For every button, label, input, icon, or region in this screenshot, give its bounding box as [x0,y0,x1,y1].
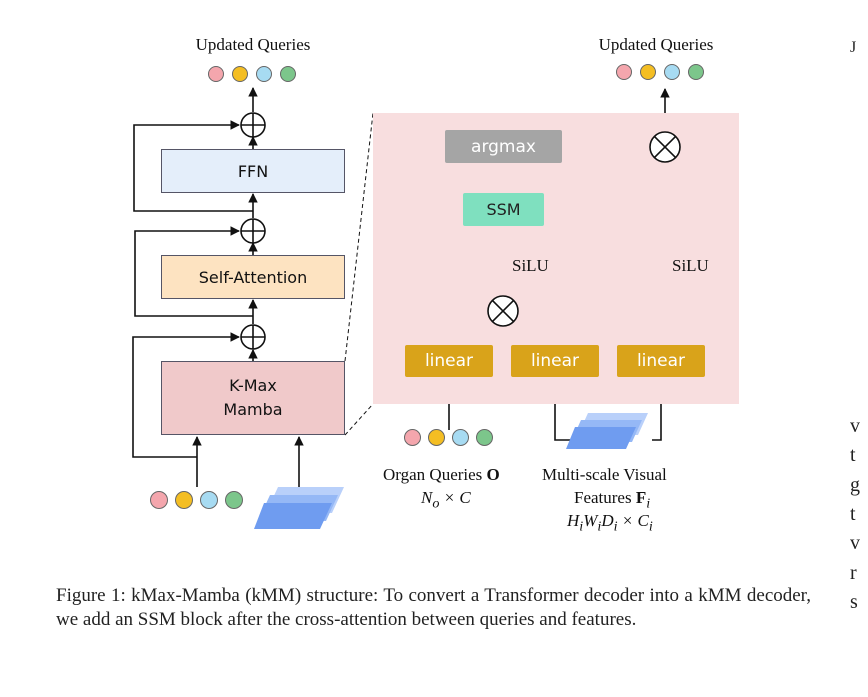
organ-queries-symbol: O [486,465,500,484]
clipped-text-2: t [850,444,856,466]
features-symbol: F [635,488,647,507]
query-dot-yellow [232,66,248,82]
ssm-block: SSM [463,193,544,226]
query-dot-pink [616,64,632,80]
clipped-text-6: r [850,562,857,584]
multiply-node-middle-icon [487,295,519,327]
linear-block-features-a: linear [511,345,599,377]
feature-stack-small-icon [566,413,648,449]
silu-label-left: SiLU [512,256,549,275]
query-dot-green [476,429,493,446]
query-dot-blue [200,491,218,509]
clipped-text-0: J [850,39,857,56]
query-dot-pink [150,491,168,509]
features-dim-d: D [601,511,614,530]
query-dot-pink [208,66,224,82]
clipped-text-4: t [850,503,856,525]
linear-block-queries: linear [405,345,493,377]
organ-queries-dim-sub: o [432,495,440,512]
query-dot-yellow [175,491,193,509]
features-label-line1: Multi-scale Visual [542,465,667,484]
features-label-text: Features [574,488,632,507]
residual-loop-bottom [132,332,240,458]
clipped-text-1: v [850,415,860,437]
features-dim-sub2: i [597,518,602,535]
organ-queries-text: Organ Queries [383,465,483,484]
features-dim-w: W [583,511,598,530]
features-dim-h: H [567,511,580,530]
zoom-line-bottom [344,403,374,436]
features-dim-sub4: i [648,518,653,535]
query-dot-green [225,491,243,509]
features-dim-sub3: i [613,518,618,535]
features-dim: HiWiDi × Ci [567,511,653,535]
organ-queries-dim-rest: × C [439,488,471,507]
query-dot-green [688,64,704,80]
ffn-block: FFN [161,149,345,193]
features-symbol-sub: i [646,495,651,512]
zoom-line-top [344,112,374,362]
plus-node-2-icon [240,218,266,244]
left-updated-queries-label: Updated Queries [195,35,311,54]
feature-stack-icon [254,487,344,529]
residual-loop-top [133,120,253,212]
residual-loop-middle [134,226,253,317]
right-updated-queries-label: Updated Queries [598,35,714,54]
query-dot-yellow [428,429,445,446]
features-label-line2: Features Fi [574,488,650,512]
organ-queries-label: Organ Queries O [383,465,500,485]
kmax-mamba-block: K-Max Mamba [161,361,345,435]
query-dot-pink [404,429,421,446]
clipped-text-7: s [850,591,858,613]
features-dim-sub1: i [579,518,584,535]
figure-caption: Figure 1: kMax-Mamba (kMM) structure: To… [56,585,811,630]
organ-queries-dim: No × C [421,488,471,512]
self-attention-block: Self-Attention [161,255,345,299]
query-dot-blue [664,64,680,80]
multiply-node-top-icon [649,131,681,163]
query-dot-green [280,66,296,82]
silu-label-right: SiLU [672,256,709,275]
clipped-text-3: g [850,474,860,496]
query-dot-blue [256,66,272,82]
query-dot-yellow [640,64,656,80]
organ-queries-dim-n: N [421,488,433,507]
plus-node-1-icon [240,112,266,138]
argmax-block: argmax [445,130,562,163]
features-dim-times: × C [617,511,649,530]
linear-block-features-b: linear [617,345,705,377]
plus-node-3-icon [240,324,266,350]
clipped-text-5: v [850,532,860,554]
query-dot-blue [452,429,469,446]
